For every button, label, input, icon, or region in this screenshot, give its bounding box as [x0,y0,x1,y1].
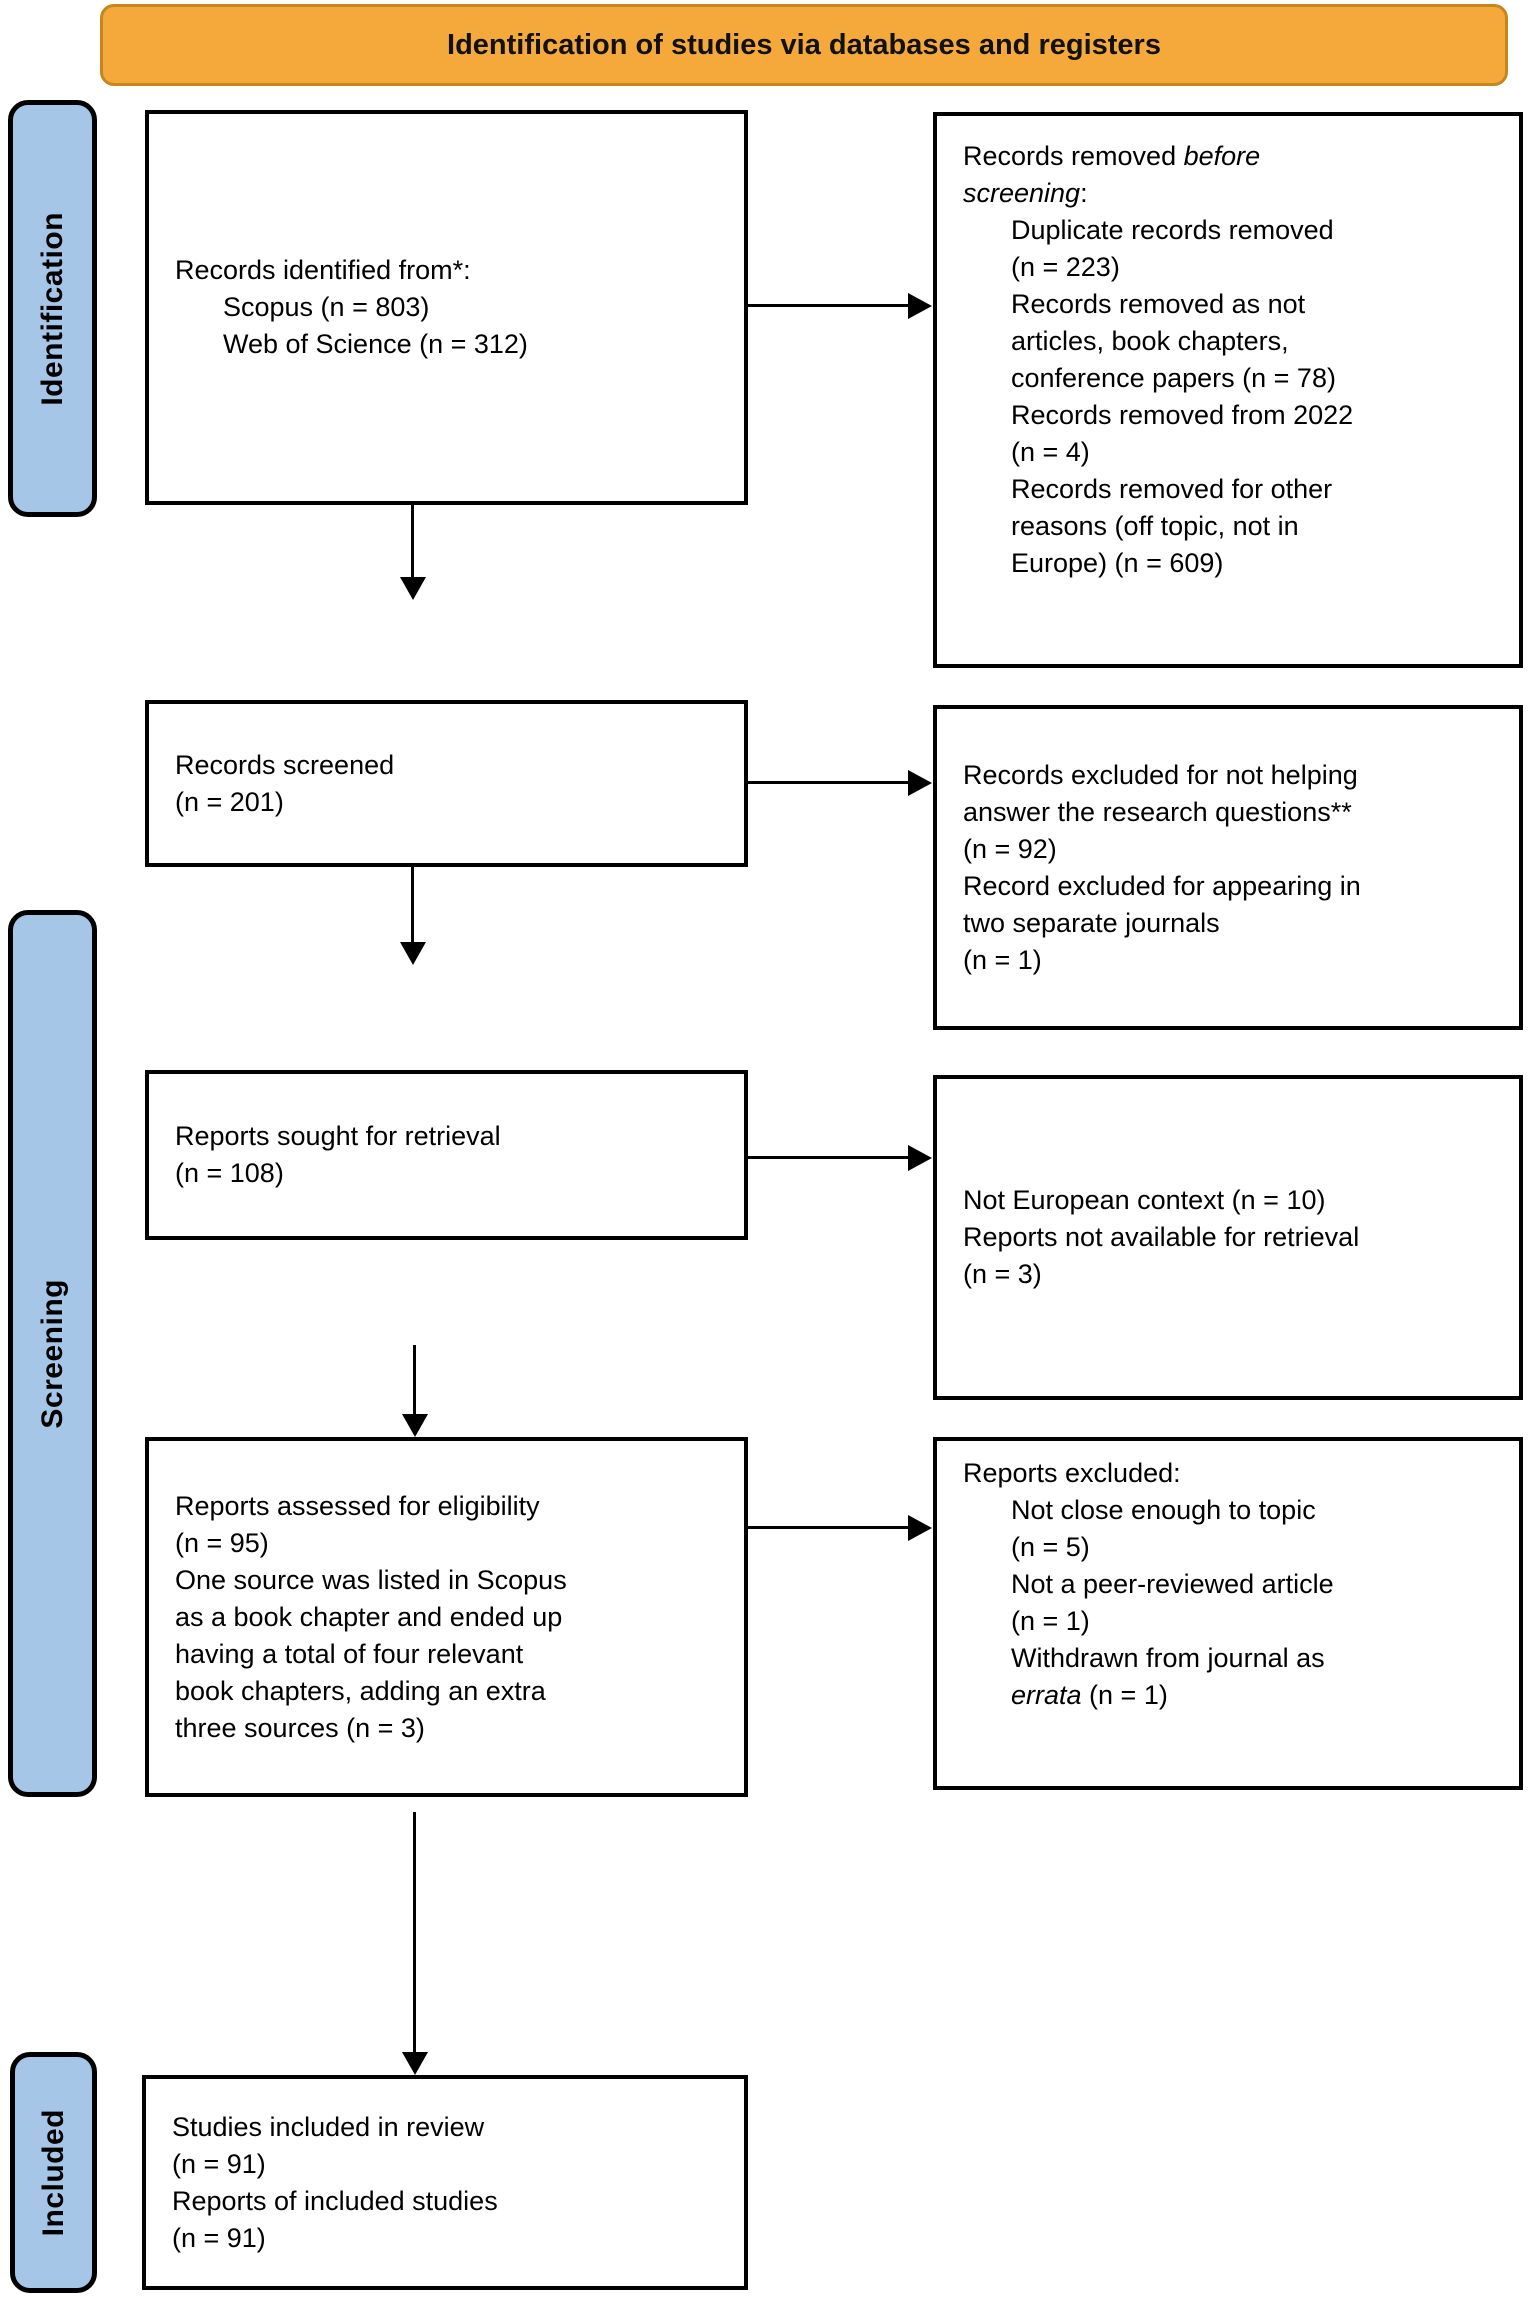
box-reports-not-retrieved: Not European context (n = 10)Reports not… [933,1075,1523,1400]
box-reports-sought: Reports sought for retrieval(n = 108) [145,1070,748,1240]
stage-label-screening-text: Screening [35,1278,69,1429]
box-records-identified-text: Records identified from*:Scopus (n = 803… [175,255,528,359]
arrow-shaft [748,1156,910,1159]
stage-label-screening: Screening [8,910,97,1797]
arrow-sought-to-not-retrieved [748,1145,932,1171]
arrow-identified-to-screened [400,505,426,600]
arrow-head-icon [908,770,932,796]
arrow-sought-to-assessed [402,1345,428,1437]
stage-label-identification: Identification [8,100,97,517]
stage-label-included-text: Included [36,2108,70,2237]
arrow-head-icon [400,577,426,600]
arrow-shaft [748,304,910,307]
arrow-shaft [748,1526,910,1529]
arrow-head-icon [402,1414,428,1437]
arrow-assessed-to-included [402,1812,428,2075]
stage-label-included: Included [10,2052,97,2293]
box-reports-excluded: Reports excluded:Not close enough to top… [933,1437,1523,1790]
arrow-screened-to-sought [400,867,426,965]
arrow-shaft [411,505,414,579]
arrow-head-icon [402,2052,428,2075]
box-records-identified: Records identified from*:Scopus (n = 803… [145,110,748,505]
box-reports-excluded-text: Reports excluded:Not close enough to top… [963,1458,1334,1710]
arrow-shaft [411,867,414,944]
box-reports-assessed: Reports assessed for eligibility(n = 95)… [145,1437,748,1797]
box-studies-included-text: Studies included in review(n = 91)Report… [172,2111,498,2253]
arrow-shaft [748,781,910,784]
arrow-head-icon [908,1145,932,1171]
arrow-shaft [413,1812,416,2054]
stage-label-identification-text: Identification [35,211,69,406]
arrow-head-icon [908,293,932,319]
box-reports-sought-text: Reports sought for retrieval(n = 108) [175,1121,501,1188]
box-records-screened: Records screened(n = 201) [145,700,748,867]
box-reports-not-retrieved-text: Not European context (n = 10)Reports not… [963,1185,1360,1289]
arrow-head-icon [908,1515,932,1541]
box-reports-assessed-text: Reports assessed for eligibility(n = 95)… [175,1490,567,1743]
arrow-shaft [413,1345,416,1416]
header-banner-title: Identification of studies via databases … [447,28,1161,61]
header-banner: Identification of studies via databases … [100,4,1508,86]
box-records-screened-text: Records screened(n = 201) [175,749,395,817]
arrow-screened-to-excluded [748,770,932,796]
box-studies-included: Studies included in review(n = 91)Report… [142,2075,748,2290]
arrow-head-icon [400,942,426,965]
arrow-identified-to-removed [748,293,932,319]
arrow-assessed-to-excluded [748,1515,932,1541]
